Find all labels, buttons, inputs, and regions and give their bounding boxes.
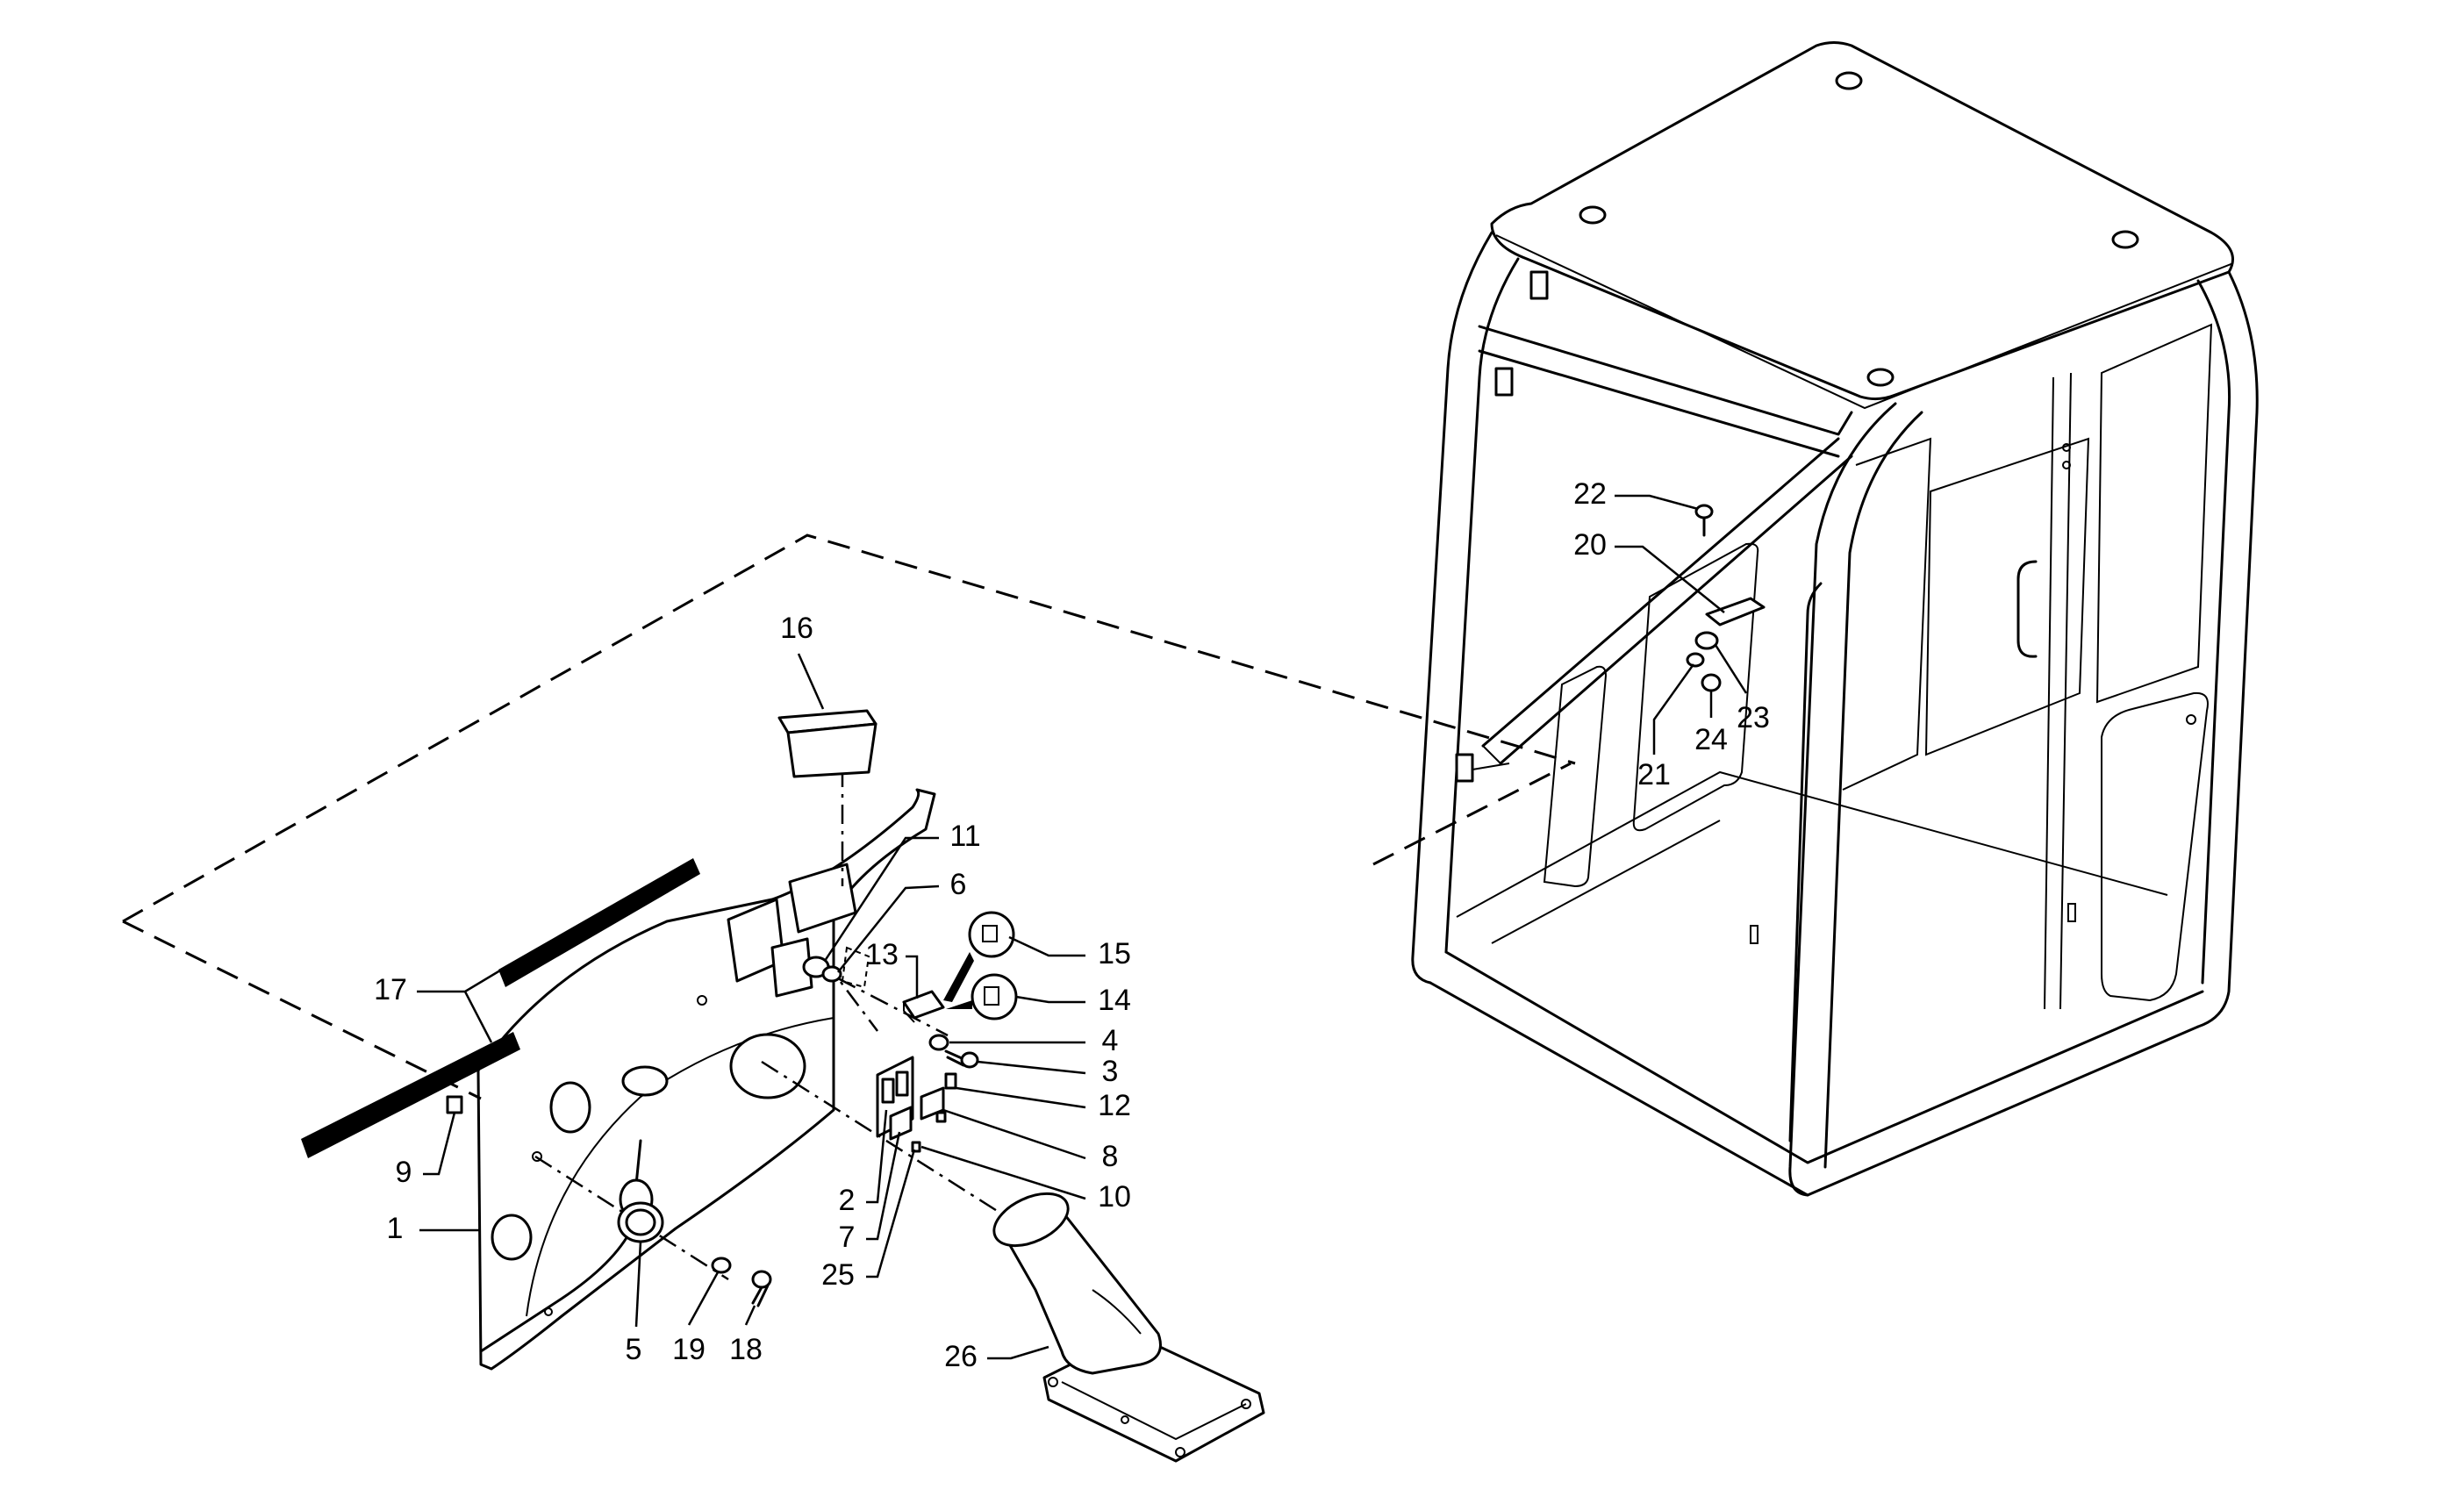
callout-3: 3 [1102, 1055, 1119, 1088]
callout-13: 13 [865, 938, 899, 971]
callout-12: 12 [1098, 1089, 1131, 1122]
lock-washer [1686, 652, 1705, 668]
callout-19: 19 [672, 1333, 706, 1366]
callout-21: 21 [1637, 758, 1671, 791]
assembly-boundary [122, 534, 1576, 1100]
callout-23: 23 [1737, 701, 1770, 734]
callout-11: 11 [949, 820, 980, 853]
washer [1694, 631, 1719, 650]
mounting-bolt [1694, 504, 1714, 537]
callout-8: 8 [1102, 1140, 1119, 1173]
nut [1701, 673, 1722, 692]
side-console-panel [476, 788, 936, 1371]
air-duct [992, 1192, 1265, 1463]
callout-9: 9 [396, 1156, 412, 1189]
callout-14: 14 [1098, 984, 1131, 1017]
clip [446, 1095, 463, 1114]
callout-25: 25 [821, 1258, 855, 1292]
screw [751, 1270, 772, 1307]
callout-24: 24 [1694, 723, 1728, 756]
grommet [802, 946, 870, 989]
callout-labels: 1 2 3 4 5 6 7 8 9 10 11 12 13 14 15 16 1… [374, 477, 1770, 1373]
cab-frame [1411, 41, 2259, 1197]
callout-10: 10 [1098, 1180, 1131, 1214]
callout-7: 7 [839, 1221, 856, 1254]
seal-strip [301, 858, 700, 1158]
leader-lines [417, 494, 1748, 1360]
callout-17: 17 [374, 973, 407, 1006]
callout-26: 26 [944, 1340, 978, 1373]
washer [928, 1034, 949, 1051]
detail-circle [943, 911, 1018, 1020]
storage-tray [777, 709, 877, 778]
connector [902, 990, 945, 1023]
callout-20: 20 [1573, 528, 1607, 562]
roof-bolt-icon [1579, 71, 2139, 387]
callout-1: 1 [387, 1212, 404, 1245]
washer [711, 1257, 732, 1274]
callout-6: 6 [950, 868, 967, 901]
bolt [944, 1049, 979, 1069]
callout-18: 18 [729, 1333, 763, 1366]
mounting-bracket [1705, 597, 1766, 627]
callout-4: 4 [1102, 1024, 1119, 1057]
callout-22: 22 [1573, 477, 1607, 511]
callout-15: 15 [1098, 937, 1131, 970]
knob [617, 1201, 664, 1243]
callout-5: 5 [626, 1333, 642, 1366]
callout-16: 16 [780, 612, 813, 645]
switch [889, 1106, 913, 1141]
callout-2: 2 [839, 1184, 856, 1217]
